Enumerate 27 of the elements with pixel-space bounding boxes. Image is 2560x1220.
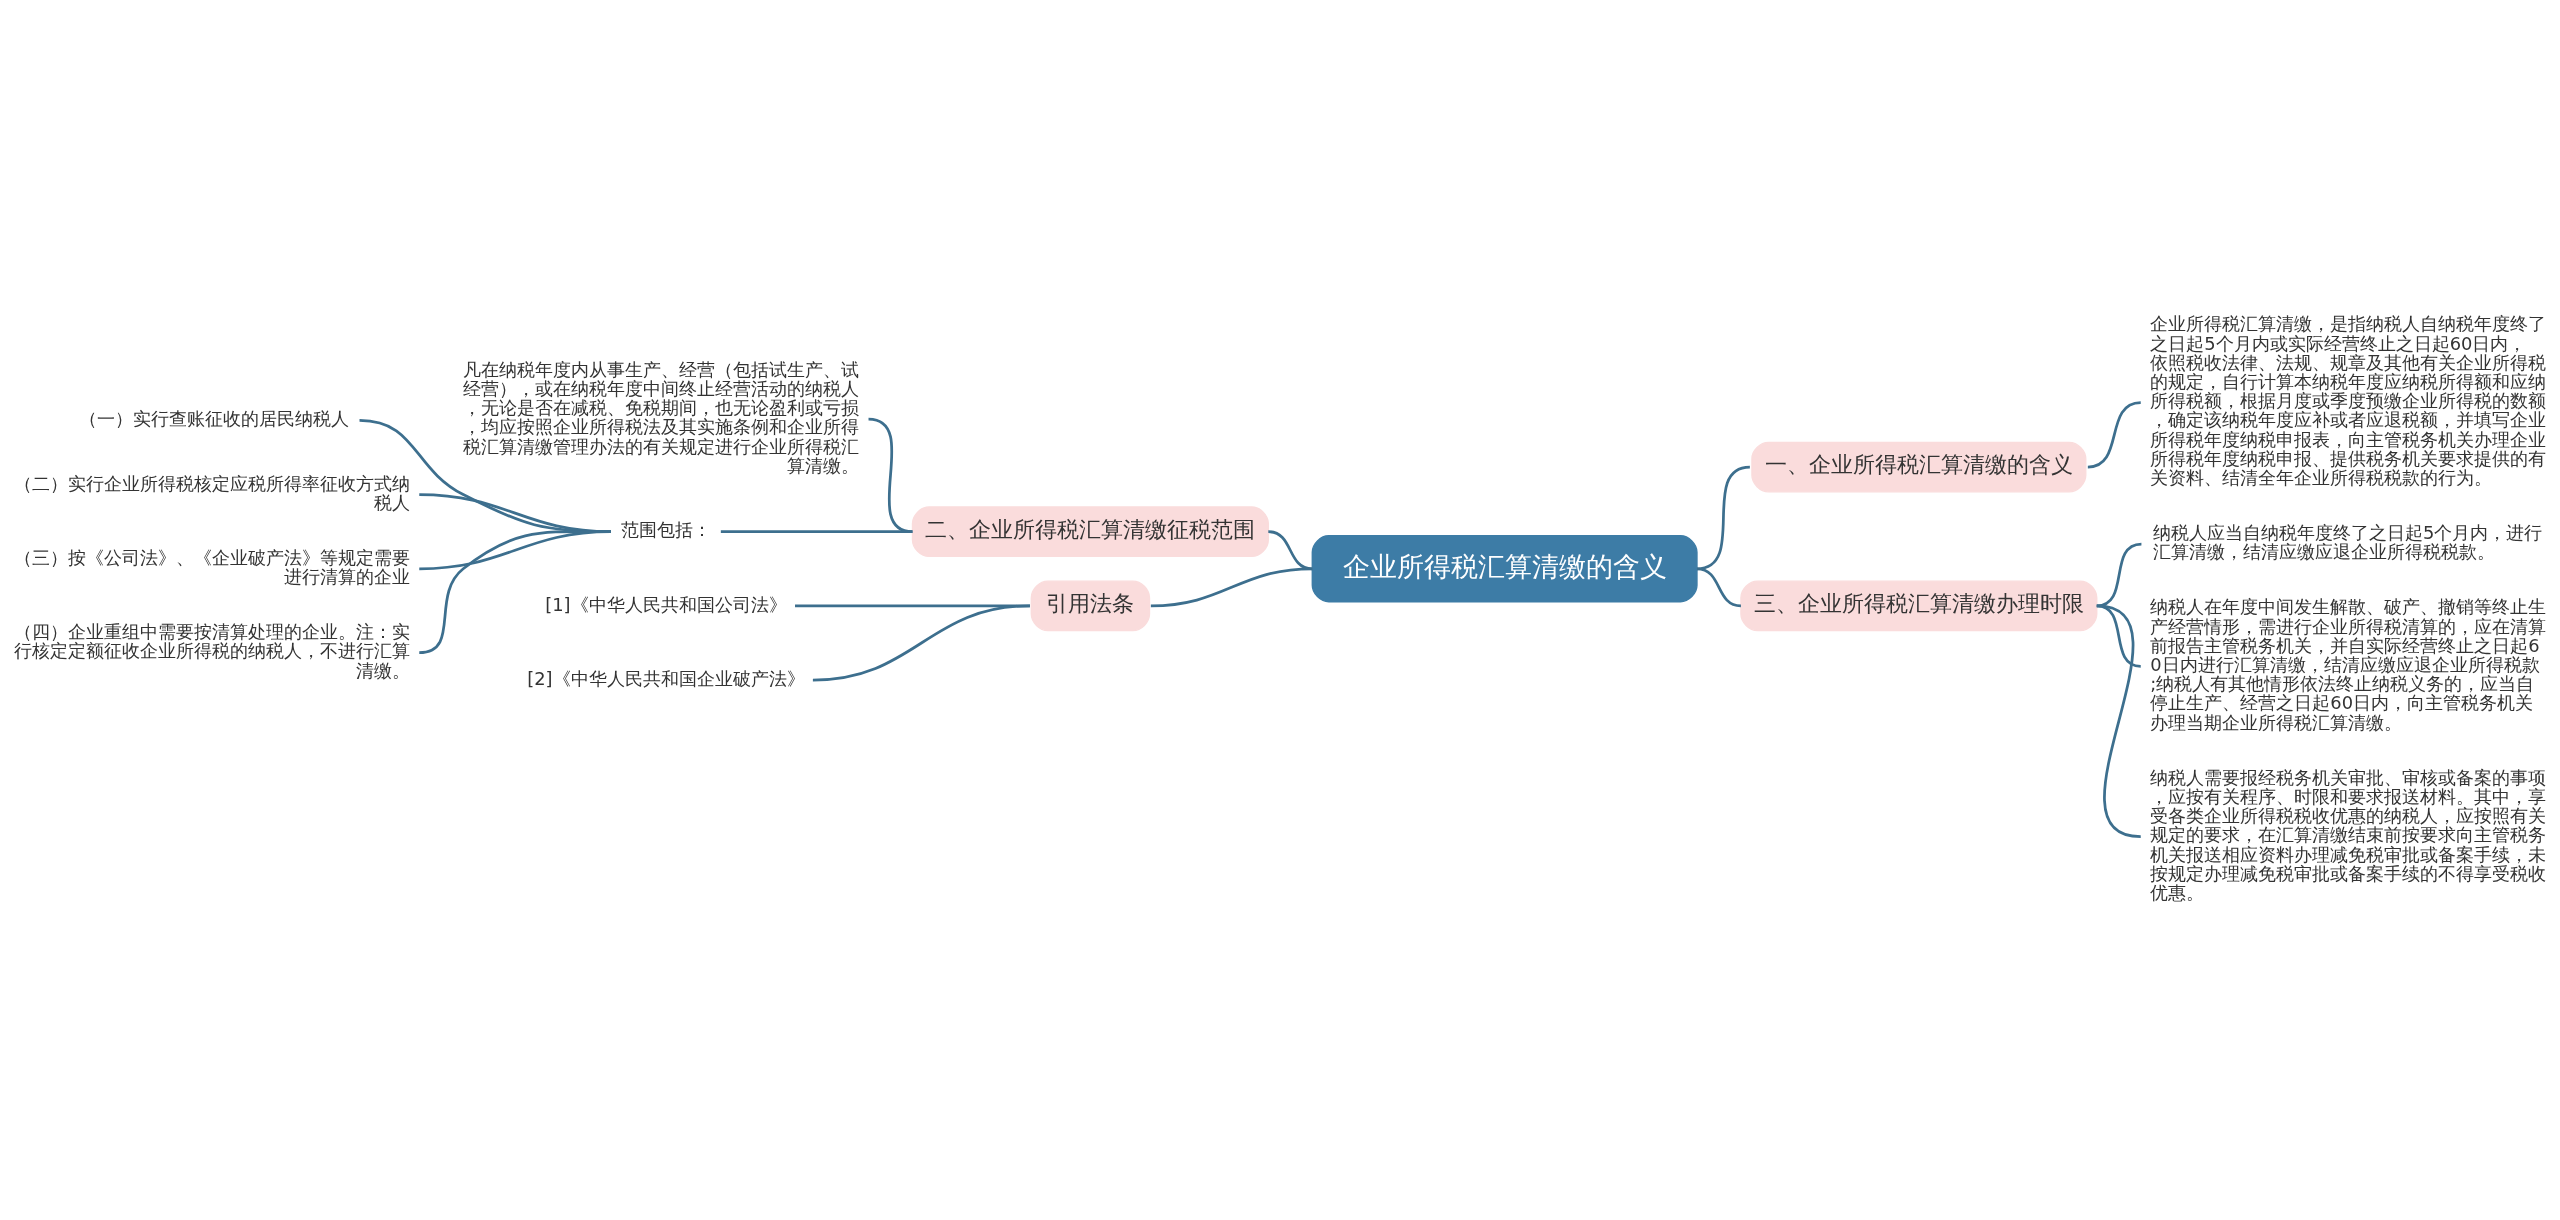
node-box: 二、企业所得税汇算清缴征税范围 bbox=[911, 506, 1269, 558]
connector bbox=[812, 604, 1031, 682]
node-text: 范围包括： bbox=[620, 519, 711, 541]
node-text: 纳税人应当自纳税年度终了之日起5个月内，进行汇算清缴，结清应缴应退企业所得税税款。 bbox=[2153, 522, 2543, 563]
node-box: 一、企业所得税汇算清缴的含义 bbox=[1751, 441, 2087, 493]
node-text: （四）企业重组中需要按清算处理的企业。注：实行核定定额征收企业所得税的纳税人，不进行汇算清缴。 bbox=[13, 621, 410, 681]
connector bbox=[2096, 604, 2142, 839]
node-text: 纳税人需要报经税务机关审批、审核或备案的事项，应按有关程序、时限和要求报送材料。其中，享受各类企业所得税税收优惠的纳税人，应按照有关规定的要求，在汇算清缴结束前按要求向主管税务机关报送相应资料办理减免税审批或备案手续，未按规定办理减免税审批或备案手续的不得享受税收优惠。 bbox=[2150, 766, 2547, 904]
connector bbox=[1696, 567, 1742, 608]
connector bbox=[1150, 567, 1313, 608]
connector bbox=[2096, 542, 2142, 608]
connector bbox=[1696, 465, 1751, 571]
node-text: （一）实行查账征收的居民纳税人 bbox=[78, 408, 349, 430]
node-text: [1]《中华人民共和国公司法》 bbox=[545, 593, 787, 615]
node-box: 三、企业所得税汇算清缴办理时限 bbox=[1740, 580, 2098, 632]
connector bbox=[419, 530, 611, 654]
node-box: 企业所得税汇算清缴的含义 bbox=[1311, 535, 1698, 603]
node-box: 引用法条 bbox=[1030, 580, 1151, 632]
node-text: 企业所得税汇算清缴，是指纳税人自纳税年度终了之日起5个月内或实际经营终止之日起60日内，依照税收法律、法规、规章及其他有关企业所得税的规定，自行计算本纳税年度应纳税所得额和应纳所得税额，根据月度或季度预缴企业所得税的数额，确定该纳税年度应补或者应退税额，并填写企业所得税年度纳税申报表，向主管税务机关办理企业所得税年度纳税申报、提供税务机关要求提供的有关资料、结清全年企业所得税税款的行为。 bbox=[2150, 313, 2547, 489]
node-text: 凡在纳税年度内从事生产、经营（包括试生产、试经营），或在纳税年度中间终止经营活动的纳税人，无论是否在减税、免税期间，也无论盈利或亏损，均应按照企业所得税法及其实施条例和企业所得税汇算清缴管理办法的有关规定进行企业所得税汇算清缴。 bbox=[462, 358, 859, 476]
node-text: （三）按《公司法》、《企业破产法》等规定需要进行清算的企业 bbox=[13, 546, 410, 588]
node-text: （二）实行企业所得税核定应税所得率征收方式纳税人 bbox=[13, 472, 410, 513]
node-text: [2]《中华人民共和国企业破产法》 bbox=[527, 667, 805, 689]
connector bbox=[720, 530, 913, 534]
connector bbox=[2087, 401, 2141, 469]
node-text: 纳税人在年度中间发生解散、破产、撤销等终止生产经营情形，需进行企业所得税清算的，应在清算前报告主管税务机关，并自实际经营终止之日起60日内进行汇算清缴，结清应缴应退企业所得税款;纳税人有其他情形依法终止纳税义务的，应当自停止生产、经营之日起60日内，向主管税务机关办理当期企业所得税汇算清缴。 bbox=[2150, 596, 2547, 733]
connector bbox=[2096, 604, 2141, 668]
